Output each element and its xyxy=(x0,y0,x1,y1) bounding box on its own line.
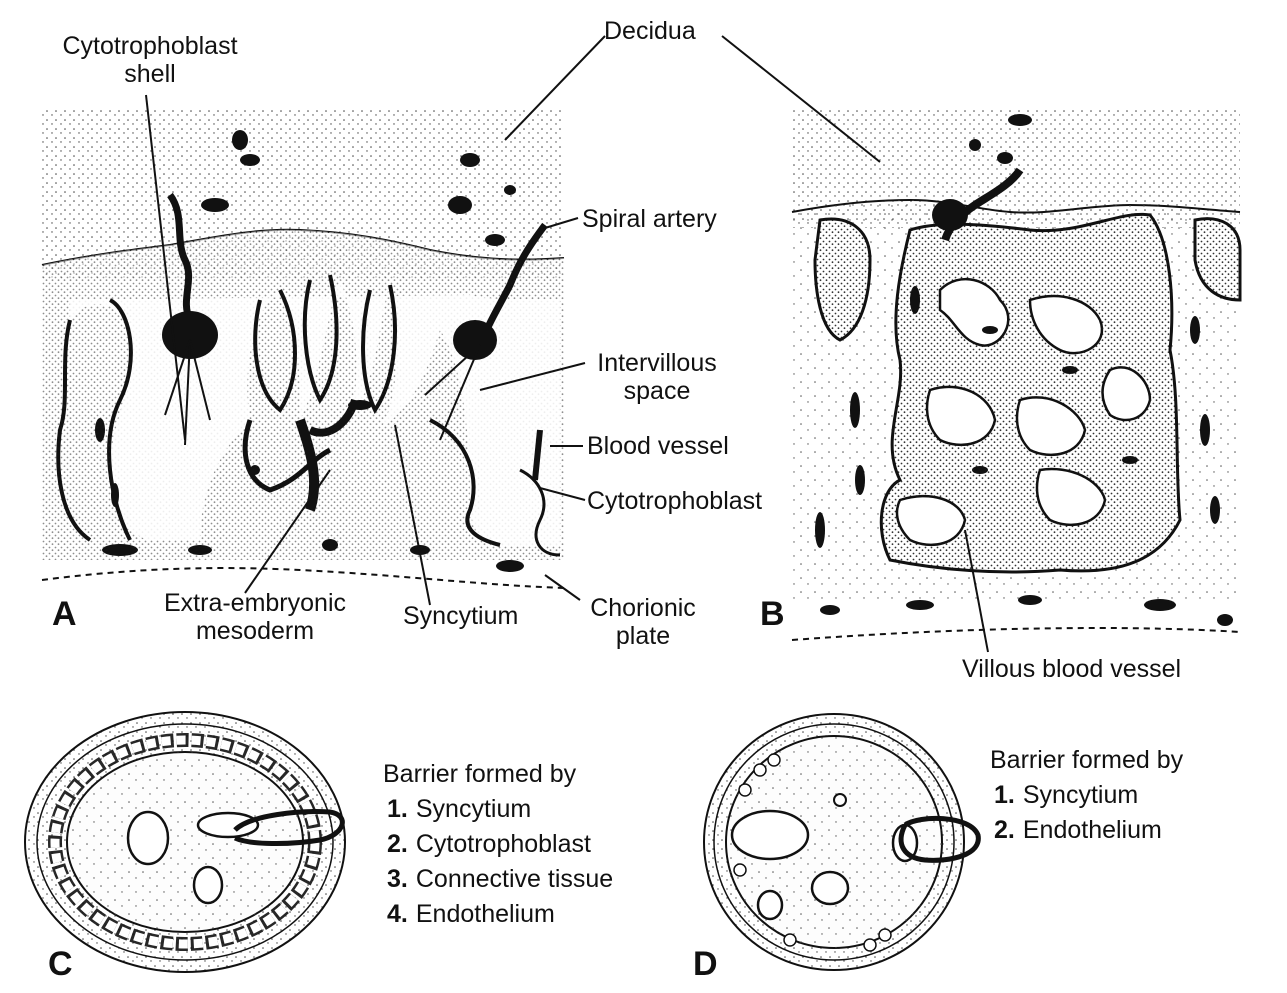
label-syncytium: Syncytium xyxy=(403,602,519,630)
label-cytotrophoblast: Cytotrophoblast xyxy=(587,487,763,515)
barrier-c-item: 1.Syncytium xyxy=(387,795,532,823)
barrier-d-items: 1.Syncytium 2.Endothelium xyxy=(990,778,1183,848)
label-intervillous-space-line2: space xyxy=(623,376,691,405)
label-cytotrophoblast-shell: Cytotrophoblast shell xyxy=(30,32,270,88)
label-extra-embryonic-mesoderm: Extra-embryonic mesoderm xyxy=(125,589,385,645)
leader-lines xyxy=(145,35,989,653)
barrier-c-item: 4.Endothelium xyxy=(387,900,555,928)
panel-b-drawing xyxy=(791,108,1242,641)
barrier-d-title: Barrier formed by xyxy=(990,746,1184,774)
barrier-c-items: 1.Syncytium 2.Cytotrophoblast 3.Connecti… xyxy=(383,792,613,932)
panel-letter-d: D xyxy=(693,945,718,983)
label-chorionic-plate-line1: Chorionic xyxy=(590,594,696,622)
barrier-d-item: 2.Endothelium xyxy=(994,816,1162,844)
label-blood-vessel: Blood vessel xyxy=(587,432,729,460)
label-intervillous-space: Intervillous space xyxy=(572,349,742,405)
barrier-list-c: Barrier formed by 1.Syncytium 2.Cytotrop… xyxy=(383,757,613,932)
label-decidua: Decidua xyxy=(604,17,696,45)
label-chorionic-plate-line2: plate xyxy=(615,621,671,650)
panel-a-spiral-artery-left xyxy=(167,192,194,322)
panel-letter-b: B xyxy=(760,595,785,633)
label-extra-embryonic-mesoderm-line2: mesoderm xyxy=(195,616,315,645)
panel-c-barrier-loop xyxy=(233,809,345,846)
barrier-list-d: Barrier formed by 1.Syncytium 2.Endothel… xyxy=(990,743,1183,848)
barrier-c-title: Barrier formed by xyxy=(383,760,577,788)
panel-a-drawing xyxy=(41,108,565,589)
label-villous-blood-vessel: Villous blood vessel xyxy=(962,655,1182,683)
panel-letter-a: A xyxy=(52,595,77,633)
panel-c-drawing xyxy=(24,711,346,973)
panel-d-drawing xyxy=(703,713,981,971)
panel-letter-c: C xyxy=(48,945,73,983)
label-extra-embryonic-mesoderm-line1: Extra-embryonic xyxy=(164,589,346,617)
panel-d-barrier-loop xyxy=(898,815,981,863)
panel-b-chorionic-plate-line xyxy=(791,626,1241,641)
label-intervillous-space-line1: Intervillous xyxy=(597,349,717,377)
barrier-c-item: 2.Cytotrophoblast xyxy=(387,830,591,858)
label-chorionic-plate: Chorionic plate xyxy=(568,594,718,650)
barrier-c-item: 3.Connective tissue xyxy=(387,865,614,893)
label-cytotrophoblast-shell-line2: shell xyxy=(124,59,176,88)
label-cytotrophoblast-shell-line1: Cytotrophoblast xyxy=(62,32,238,60)
barrier-d-item: 1.Syncytium xyxy=(994,781,1139,809)
panel-a-chorionic-plate-line xyxy=(41,567,565,589)
label-spiral-artery: Spiral artery xyxy=(582,205,717,233)
